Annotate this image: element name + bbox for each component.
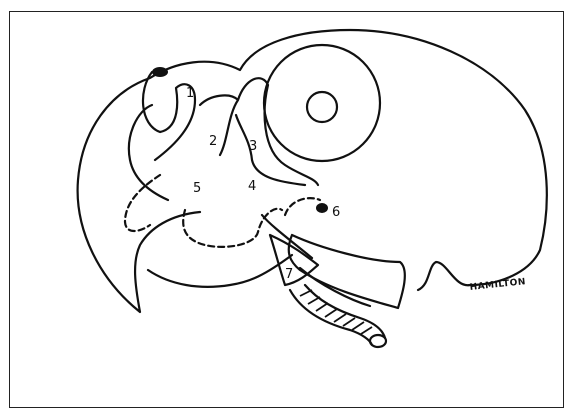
label-2: 2 (209, 134, 217, 149)
label-6: 6 (332, 205, 340, 220)
sinus-6-opening (316, 203, 328, 213)
trachea-opening (370, 335, 386, 347)
nostril (152, 67, 168, 77)
sinus-chambers (200, 78, 318, 185)
label-5: 5 (193, 181, 201, 196)
upper-beak-edge (129, 105, 168, 200)
label-4: 4 (248, 179, 256, 194)
label-7: 7 (285, 267, 293, 282)
label-1: 1 (186, 86, 194, 101)
sinus-6-duct (285, 198, 320, 215)
eye-pupil (307, 92, 337, 122)
sinus-5-lower (183, 209, 282, 247)
artist-signature: HAMILTON (469, 277, 526, 293)
label-3: 3 (249, 139, 257, 154)
eye-orbit (264, 45, 380, 161)
